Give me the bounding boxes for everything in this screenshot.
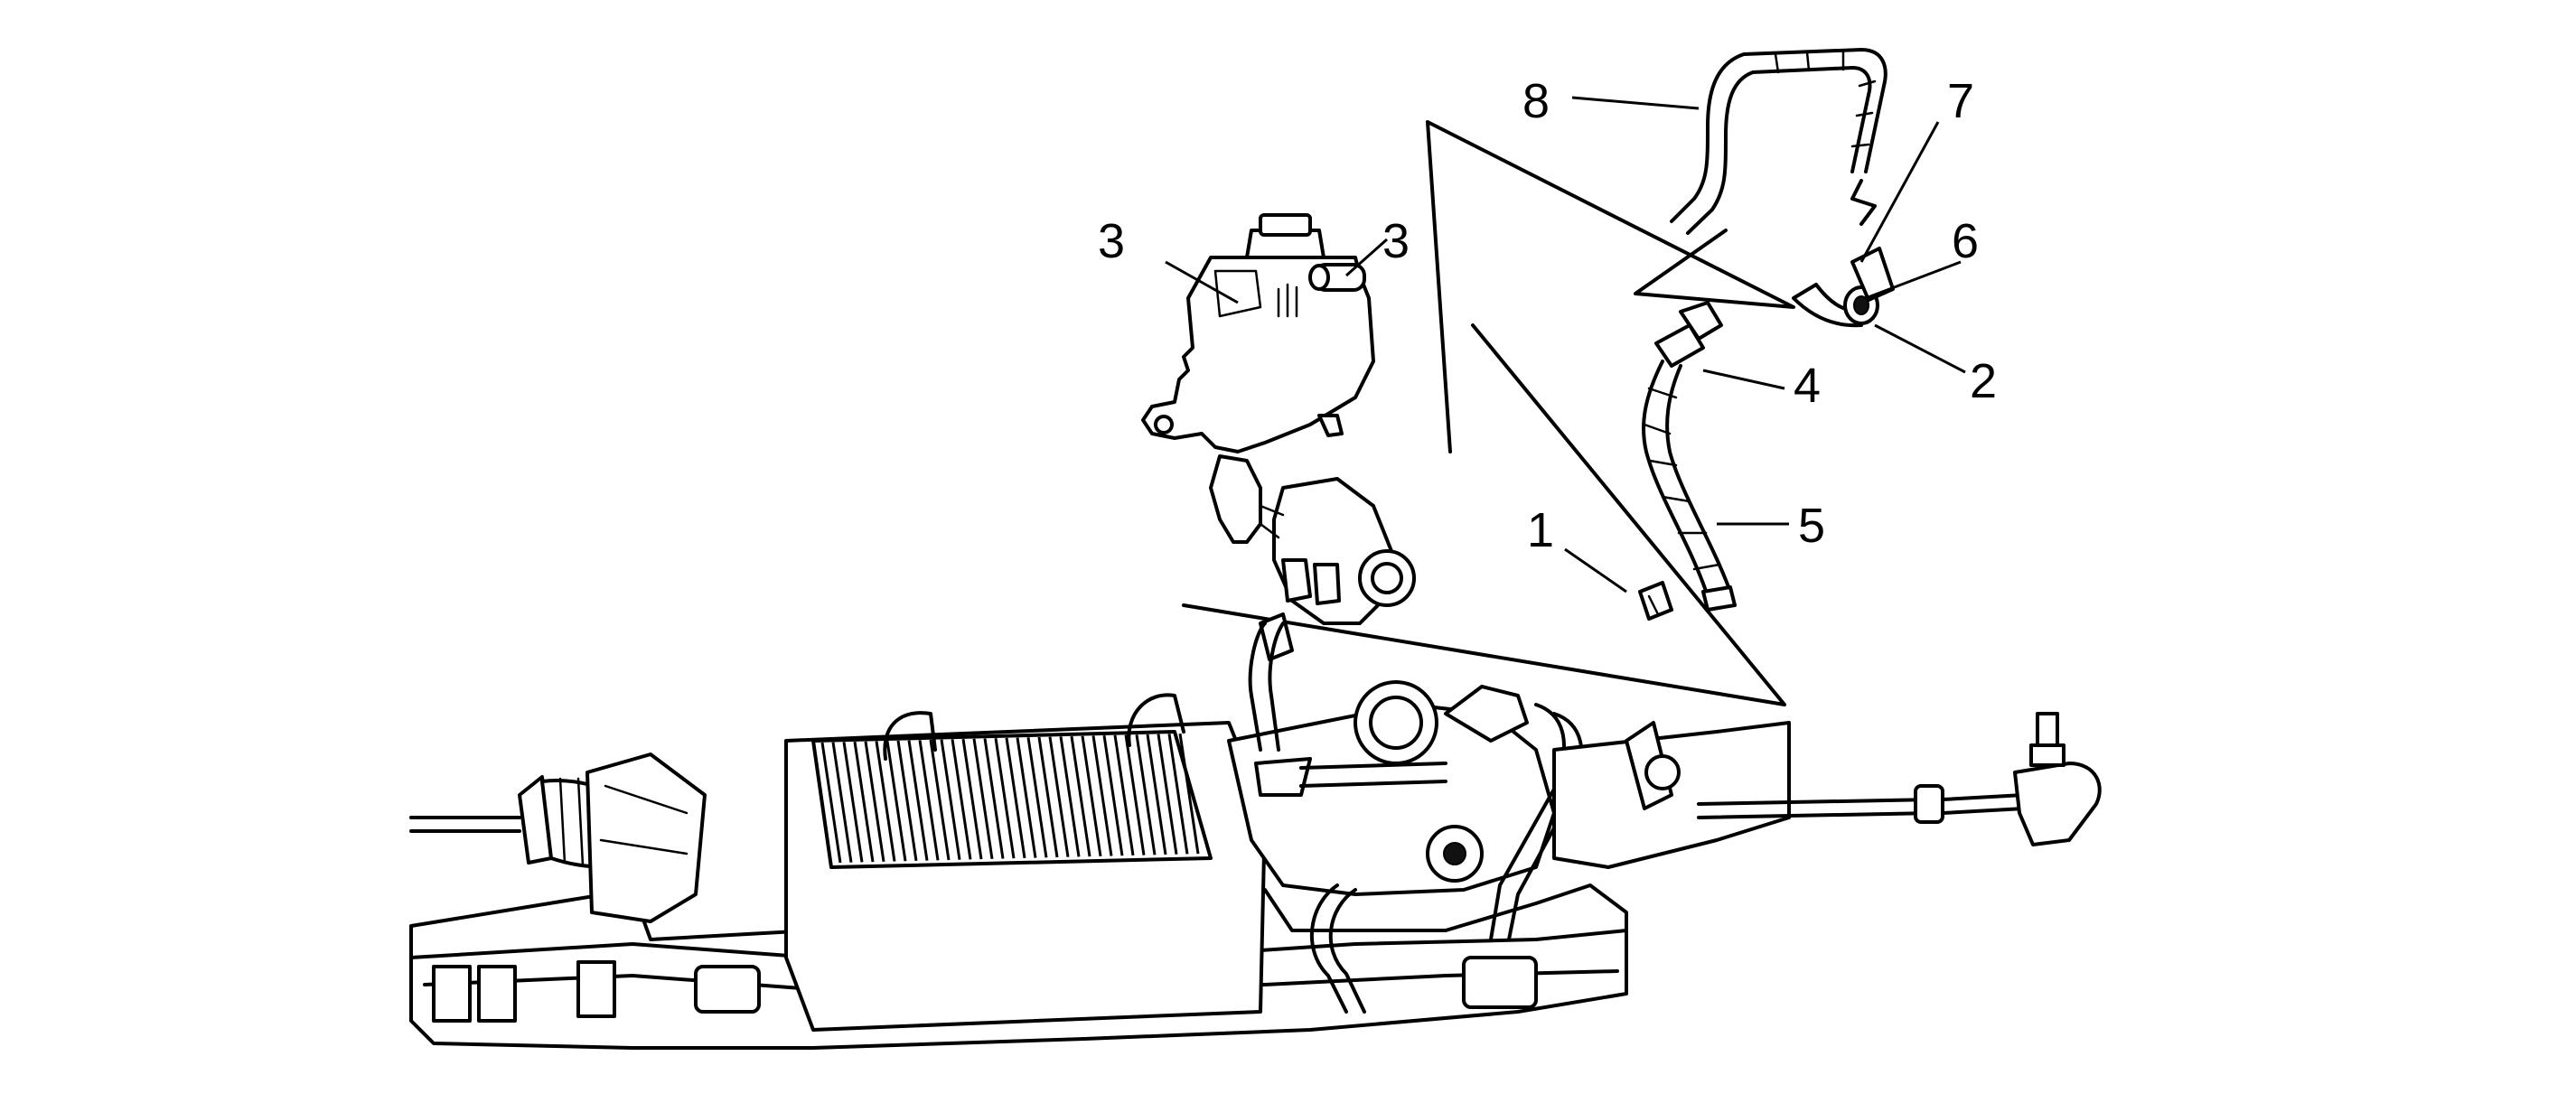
callout-8: 8 <box>1522 74 1550 128</box>
heat-sink-fin <box>842 742 864 863</box>
heat-sink-fin <box>1037 736 1059 858</box>
heat-sink-fin <box>1124 734 1146 855</box>
callout-7: 7 <box>1947 74 1974 128</box>
callout-leaders <box>1165 96 1966 594</box>
heat-sink-fin <box>1048 736 1070 857</box>
heat-sink-fin <box>885 740 907 862</box>
heat-sink-fin <box>1070 735 1091 857</box>
callout-2: 2 <box>1970 354 1997 408</box>
callout-3-left: 3 <box>1098 214 1125 268</box>
callout-6: 6 <box>1952 214 1979 268</box>
heat-sink-fin <box>1167 734 1189 855</box>
hose-8-pressure <box>1670 48 1888 235</box>
heat-sink-fin <box>1016 737 1037 858</box>
steering-rack-assembly <box>409 622 2102 1050</box>
heat-sink-fin <box>929 739 951 861</box>
callout-labels: 1 2 3 3 4 5 6 7 8 <box>1098 74 1997 557</box>
hose-5-return <box>1642 360 1737 612</box>
heat-sink-fin <box>896 740 918 862</box>
heat-sink-fin <box>907 740 929 861</box>
heat-sink-fin <box>961 738 983 860</box>
heat-sink-fin <box>1091 735 1113 856</box>
heat-sink-fin <box>918 740 940 861</box>
clamp-4 <box>1654 301 1723 368</box>
heat-sink-fin <box>1081 735 1102 857</box>
callout-3-right: 3 <box>1382 214 1410 268</box>
heat-sink-fin <box>994 737 1016 859</box>
heat-sink-fin <box>875 741 896 862</box>
heat-sink-fin <box>853 741 875 863</box>
heat-sink-fin <box>951 739 972 860</box>
heat-sink-fin <box>940 739 961 860</box>
heat-sink-fin <box>972 738 994 860</box>
heat-sink-fin <box>820 742 842 864</box>
heat-sink-fin <box>1146 734 1167 855</box>
heat-sink-fin <box>1026 737 1048 858</box>
heat-sink-fin <box>983 738 1005 859</box>
steering-pump <box>1209 454 1416 661</box>
heat-sink-fin <box>1135 734 1157 855</box>
heat-sink-fin <box>1178 733 1200 855</box>
clip-1 <box>1638 581 1673 621</box>
rack-heat-sink <box>811 730 1213 869</box>
heat-sink-fin <box>1059 736 1081 857</box>
heat-sink-fin <box>1157 734 1178 855</box>
fluid-reservoir <box>1141 213 1375 453</box>
heat-sink-fin <box>1113 734 1135 856</box>
callout-1: 1 <box>1527 503 1554 557</box>
heat-sink-fin <box>1005 737 1026 859</box>
heat-sink-fin <box>864 741 885 863</box>
callout-5: 5 <box>1798 499 1825 553</box>
heat-sink-fin <box>831 742 853 863</box>
callout-4: 4 <box>1794 359 1821 413</box>
heat-sink-fin <box>1102 734 1124 856</box>
explosion-guide-lines <box>1182 120 1795 706</box>
